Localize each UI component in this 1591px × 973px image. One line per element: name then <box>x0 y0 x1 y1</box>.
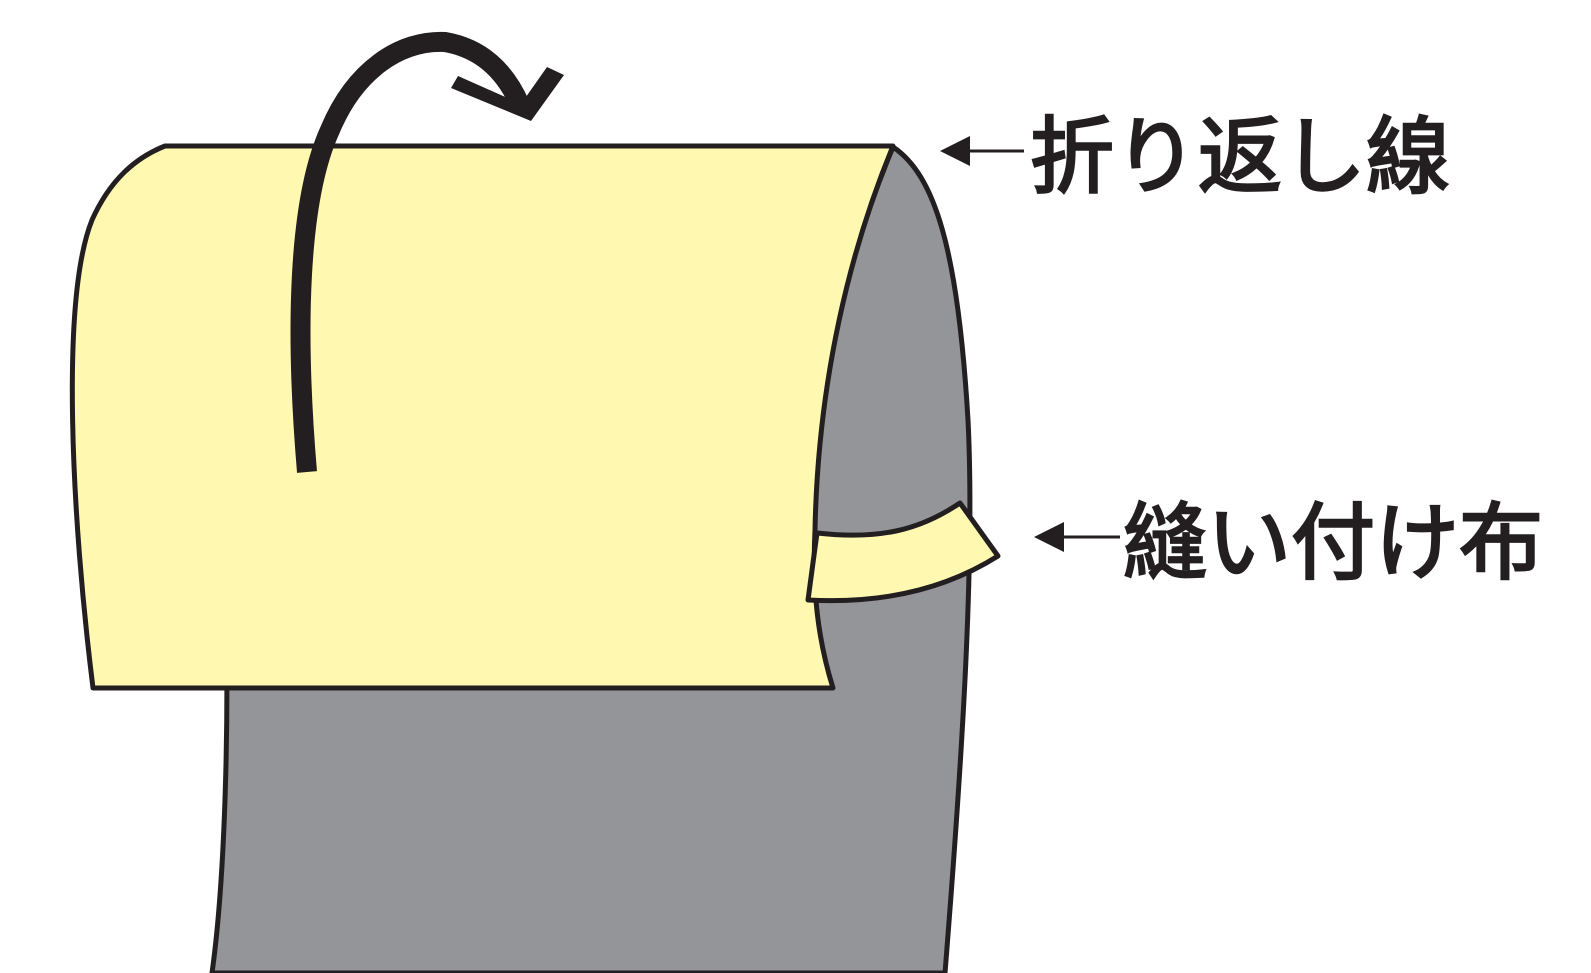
fold-line-pointer <box>940 136 1024 166</box>
yellow-folded-cuff <box>69 143 896 691</box>
fold-arrow-shaft <box>290 31 530 473</box>
sewn-fabric-label: 縫い付け布 <box>1123 494 1543 592</box>
fold-arrow-head <box>451 67 564 121</box>
sewn-fabric-pointer <box>1034 522 1120 552</box>
fold-line-label: 折り返し線 <box>1030 108 1450 206</box>
sewn-fabric-patch <box>805 500 1001 604</box>
